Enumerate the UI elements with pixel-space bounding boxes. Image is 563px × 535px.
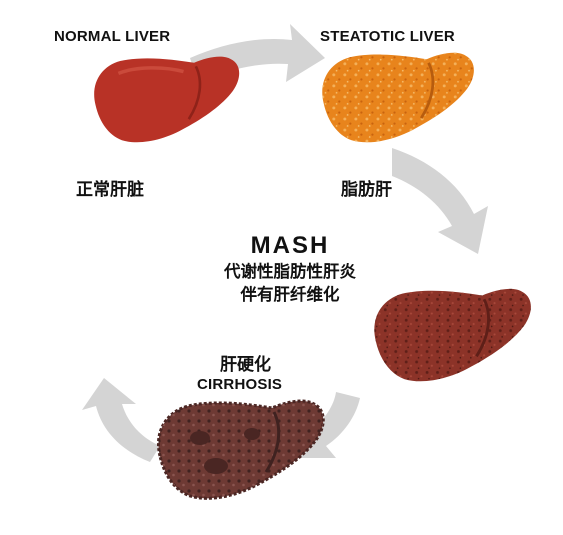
cirrhosis-liver-icon: [156, 399, 325, 500]
mash-subtitle-line1: 代谢性脂肪性肝炎: [224, 262, 356, 281]
normal-liver-label-zh: 正常肝脏: [76, 180, 144, 200]
mash-subtitle-line2: 伴有肝纤维化: [240, 285, 340, 304]
normal-liver-icon: [94, 56, 240, 143]
cirrhosis-label-en: CIRRHOSIS: [197, 376, 283, 393]
mash-title: MASH: [250, 232, 330, 259]
steatotic-liver-icon: [322, 52, 474, 143]
steatotic-liver-label-en: STEATOTIC LIVER: [320, 28, 455, 45]
mash-label-group: MASH 代谢性脂肪性肝炎 伴有肝纤维化: [190, 232, 390, 306]
steatotic-liver-label-zh: 脂肪肝: [341, 180, 392, 200]
mash-liver-icon: [374, 288, 531, 382]
cirrhosis-label-zh: 肝硬化: [220, 355, 271, 375]
normal-liver-label-en: NORMAL LIVER: [54, 28, 171, 45]
arrow-cirrhosis-to-normal: [82, 378, 160, 462]
arrow-steatotic-to-mash: [392, 148, 488, 254]
